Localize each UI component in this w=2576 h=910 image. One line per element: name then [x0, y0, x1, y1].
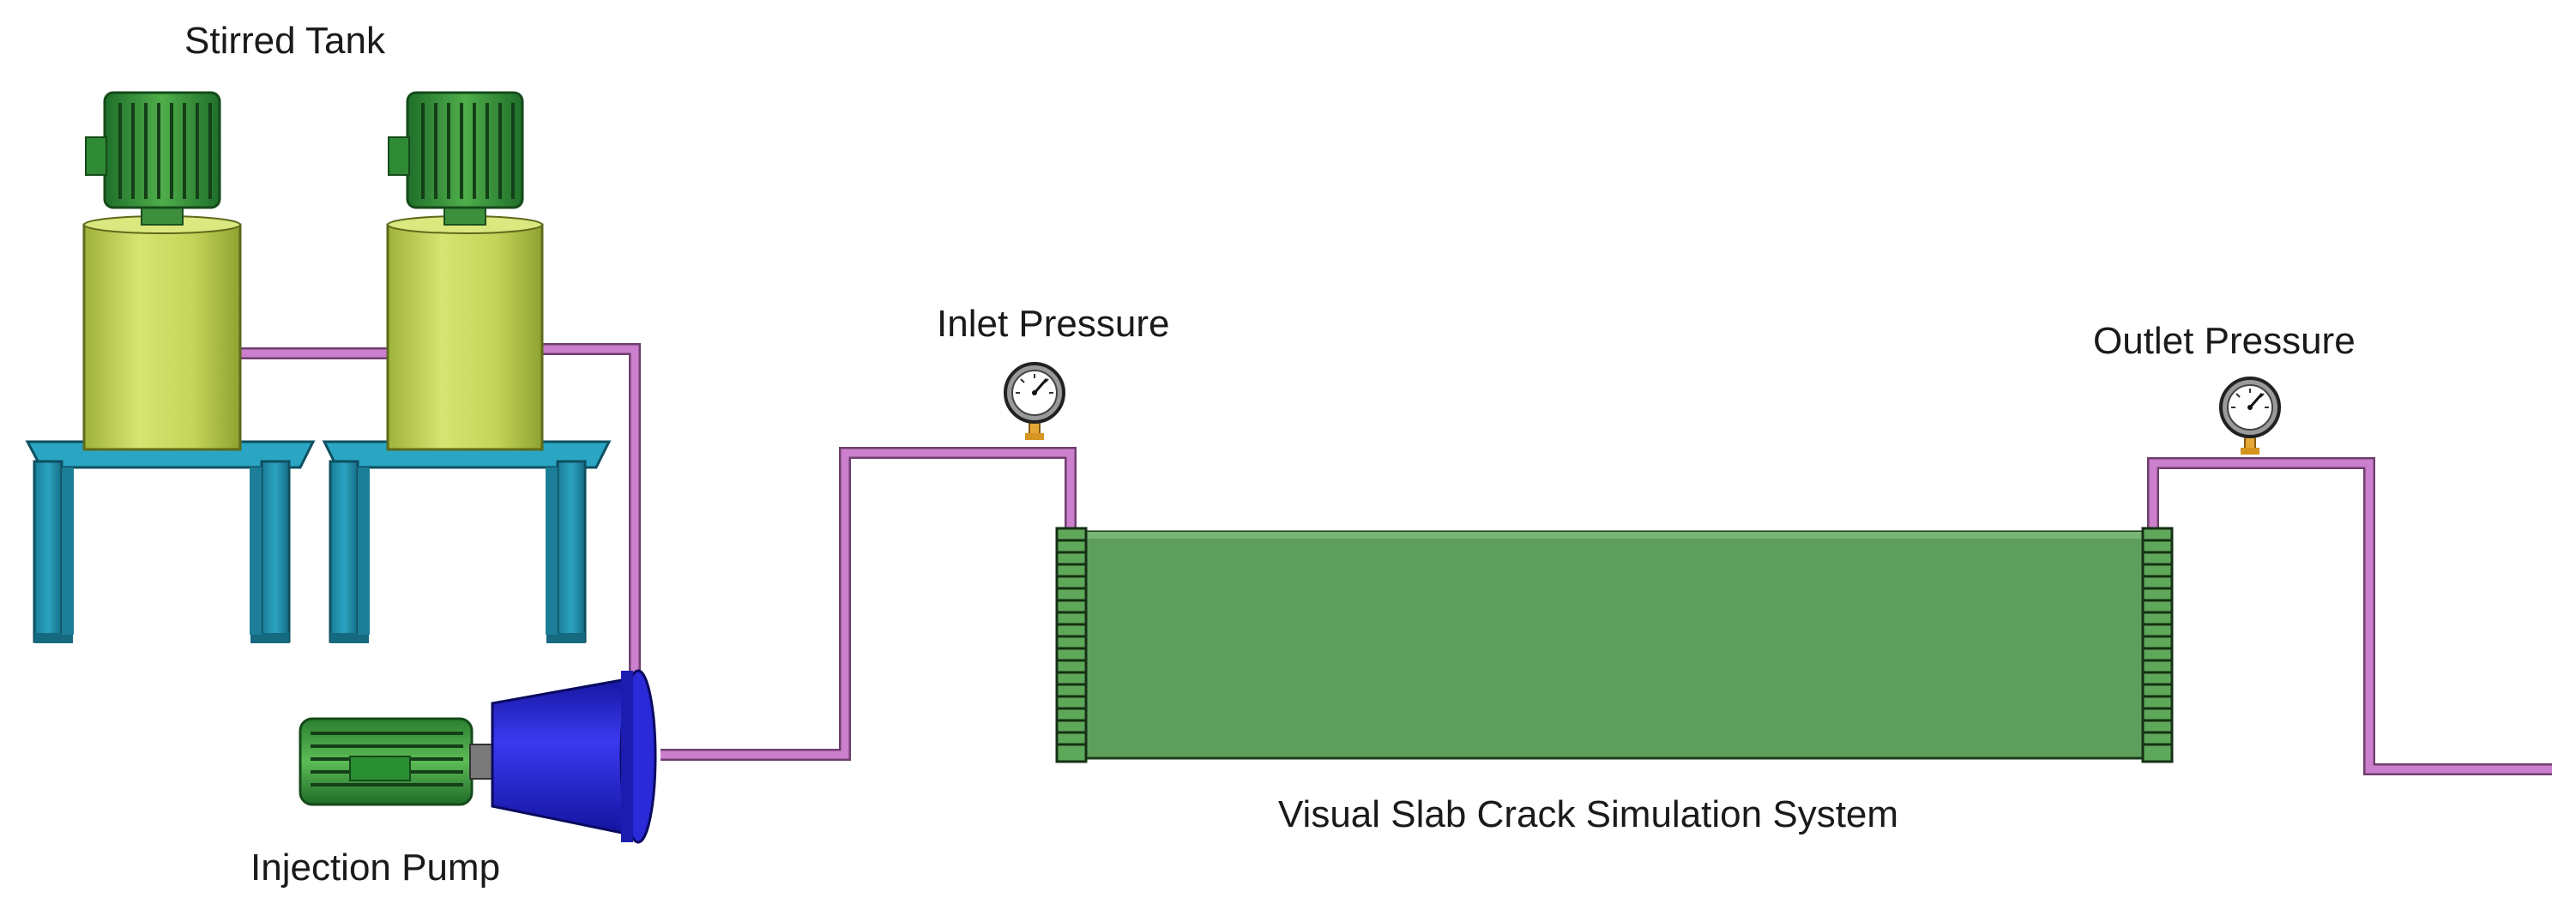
tank-stand-1	[25, 440, 316, 643]
pipe-network	[240, 343, 2552, 775]
slab-simulation-system	[1083, 530, 2146, 760]
pressure-gauge-icon	[2219, 377, 2281, 455]
stirred-tank-2	[386, 91, 544, 451]
pressure-gauge-icon	[1004, 362, 1065, 440]
motor-icon	[85, 91, 221, 209]
simulation-system-label: Visual Slab Crack Simulation System	[1278, 793, 1899, 835]
injection-pump-label: Injection Pump	[250, 847, 501, 889]
outlet-pressure-label: Outlet Pressure	[2093, 320, 2356, 362]
motor-icon	[388, 91, 524, 209]
tank-stand-2	[322, 440, 612, 643]
injection-pump	[299, 669, 657, 844]
stirred-tank-label: Stirred Tank	[184, 20, 385, 62]
stirred-tank-1	[82, 91, 242, 451]
slab-end-grid-right	[2141, 527, 2174, 763]
motor-icon	[299, 717, 474, 806]
inlet-pressure-label: Inlet Pressure	[937, 303, 1170, 345]
slab-end-grid-left	[1055, 527, 1088, 763]
